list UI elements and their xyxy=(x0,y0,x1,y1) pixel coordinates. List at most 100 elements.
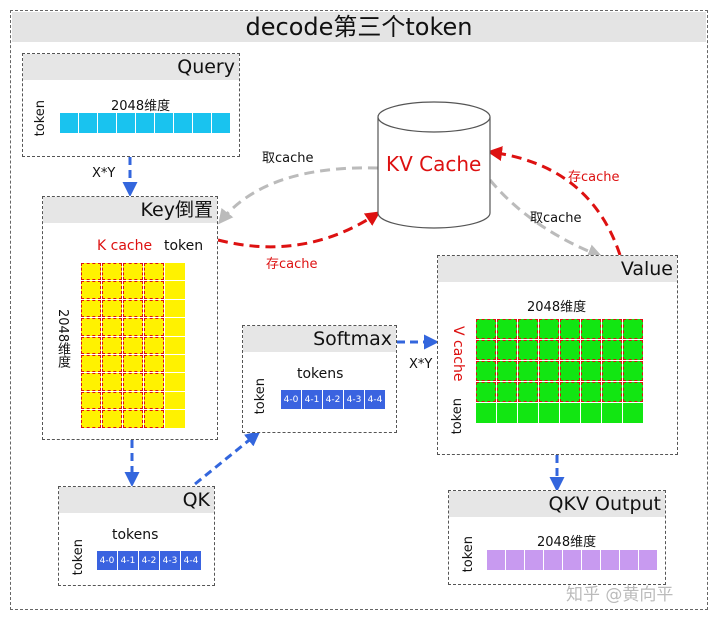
key-matrix-cell xyxy=(81,391,101,410)
output-header xyxy=(449,491,665,517)
value-matrix-cell xyxy=(497,340,517,360)
key-matrix-cell xyxy=(165,410,185,428)
softmax-token-cell: 4-1 xyxy=(302,390,323,409)
softmax-token-cell: 4-3 xyxy=(344,390,365,409)
key-matrix-cell xyxy=(102,263,122,281)
value-matrix-cell xyxy=(581,382,601,402)
value-matrix-cell xyxy=(518,319,538,339)
value-matrix-cell xyxy=(476,382,496,402)
value-matrix-cell xyxy=(602,382,622,402)
query-cell xyxy=(60,113,79,133)
query-dim-label: 2048维度 xyxy=(111,99,171,114)
output-vector xyxy=(487,550,658,570)
key-header xyxy=(43,197,217,223)
label-fetch-left: 取cache xyxy=(262,151,314,166)
qk-token-cell: 4-0 xyxy=(97,551,118,570)
arrow-qk-to-softmax xyxy=(194,431,261,486)
label-query-xy: X*Y xyxy=(92,166,116,181)
key-matrix-cell xyxy=(123,410,143,428)
query-cell xyxy=(174,113,193,133)
value-matrix-cell xyxy=(623,382,643,402)
output-cell xyxy=(544,550,563,570)
arrow-fetch-v-cache xyxy=(488,179,603,259)
value-matrix-cell xyxy=(560,403,580,423)
key-matrix-cell xyxy=(144,299,164,318)
key-matrix-cell xyxy=(123,318,143,336)
output-box: QKV Output 2048维度 token xyxy=(448,490,666,585)
value-matrix-cell xyxy=(476,361,496,381)
qk-token-cell: 4-1 xyxy=(118,551,139,570)
key-matrix-cell xyxy=(165,391,185,410)
diagram-title: decode第三个token xyxy=(245,13,473,41)
value-matrix-cell xyxy=(497,361,517,381)
kv-cache-cylinder xyxy=(377,101,491,229)
value-matrix-cell xyxy=(476,319,496,339)
softmax-header xyxy=(243,326,396,352)
key-matrix-cell xyxy=(102,299,122,318)
kv-cache-label: KV Cache xyxy=(386,152,482,176)
value-cache-label: V cache xyxy=(450,326,466,382)
key-side-label: 2048维度 xyxy=(55,309,70,369)
value-matrix-cell xyxy=(623,361,643,381)
key-matrix-cell xyxy=(165,355,185,373)
value-matrix-cell xyxy=(476,340,496,360)
value-matrix-cell xyxy=(497,319,517,339)
key-matrix-cell xyxy=(81,336,101,354)
key-matrix-cell xyxy=(165,263,185,281)
value-matrix-cell xyxy=(560,382,580,402)
key-matrix-cell xyxy=(144,318,164,336)
value-side-label: token xyxy=(450,398,465,435)
qk-token-cell: 4-2 xyxy=(139,551,160,570)
output-cell xyxy=(582,550,601,570)
value-matrix-cell xyxy=(518,382,538,402)
qk-token-cell: 4-4 xyxy=(181,551,202,570)
qk-token-cell: 4-3 xyxy=(160,551,181,570)
value-matrix-cell xyxy=(518,340,538,360)
qk-title: QK xyxy=(182,489,210,511)
value-matrix-cell xyxy=(518,361,538,381)
output-cell xyxy=(620,550,639,570)
key-matrix-cell xyxy=(123,391,143,410)
softmax-tokens-label: tokens xyxy=(297,366,344,382)
value-matrix-cell xyxy=(581,340,601,360)
output-cell xyxy=(506,550,525,570)
value-matrix-cell xyxy=(623,340,643,360)
key-matrix-cell xyxy=(81,410,101,428)
watermark: 知乎 @黄向平 xyxy=(566,585,674,605)
query-cell xyxy=(98,113,117,133)
output-cell xyxy=(639,550,658,570)
output-cell xyxy=(601,550,620,570)
key-cache-label: K cache xyxy=(97,238,153,254)
key-matrix-cell xyxy=(102,318,122,336)
key-matrix-cell xyxy=(81,373,101,391)
key-matrix-cell xyxy=(144,263,164,281)
softmax-token-cell: 4-0 xyxy=(281,390,302,409)
query-cell xyxy=(193,113,212,133)
key-matrix-cell xyxy=(102,281,122,299)
key-matrix-cell xyxy=(81,318,101,336)
value-matrix-cell xyxy=(539,319,559,339)
key-matrix-cell xyxy=(81,263,101,281)
value-header xyxy=(438,256,677,282)
key-matrix-cell xyxy=(165,336,185,354)
value-matrix-cell xyxy=(602,403,622,423)
value-matrix-cell xyxy=(560,340,580,360)
key-matrix-cell xyxy=(102,355,122,373)
softmax-token-cell: 4-2 xyxy=(323,390,344,409)
output-cell xyxy=(525,550,544,570)
value-matrix-cell xyxy=(518,403,538,423)
query-title: Query xyxy=(177,56,235,78)
qk-header xyxy=(59,487,214,513)
key-matrix-cell xyxy=(81,299,101,318)
output-title: QKV Output xyxy=(548,493,661,515)
value-matrix-cell xyxy=(539,340,559,360)
value-matrix-cell xyxy=(560,361,580,381)
key-matrix-cell xyxy=(144,373,164,391)
key-matrix-cell xyxy=(165,318,185,336)
key-matrix-cell xyxy=(144,391,164,410)
arrow-store-k-cache xyxy=(217,211,381,249)
key-matrix-cell xyxy=(144,336,164,354)
title-bar xyxy=(12,12,706,42)
